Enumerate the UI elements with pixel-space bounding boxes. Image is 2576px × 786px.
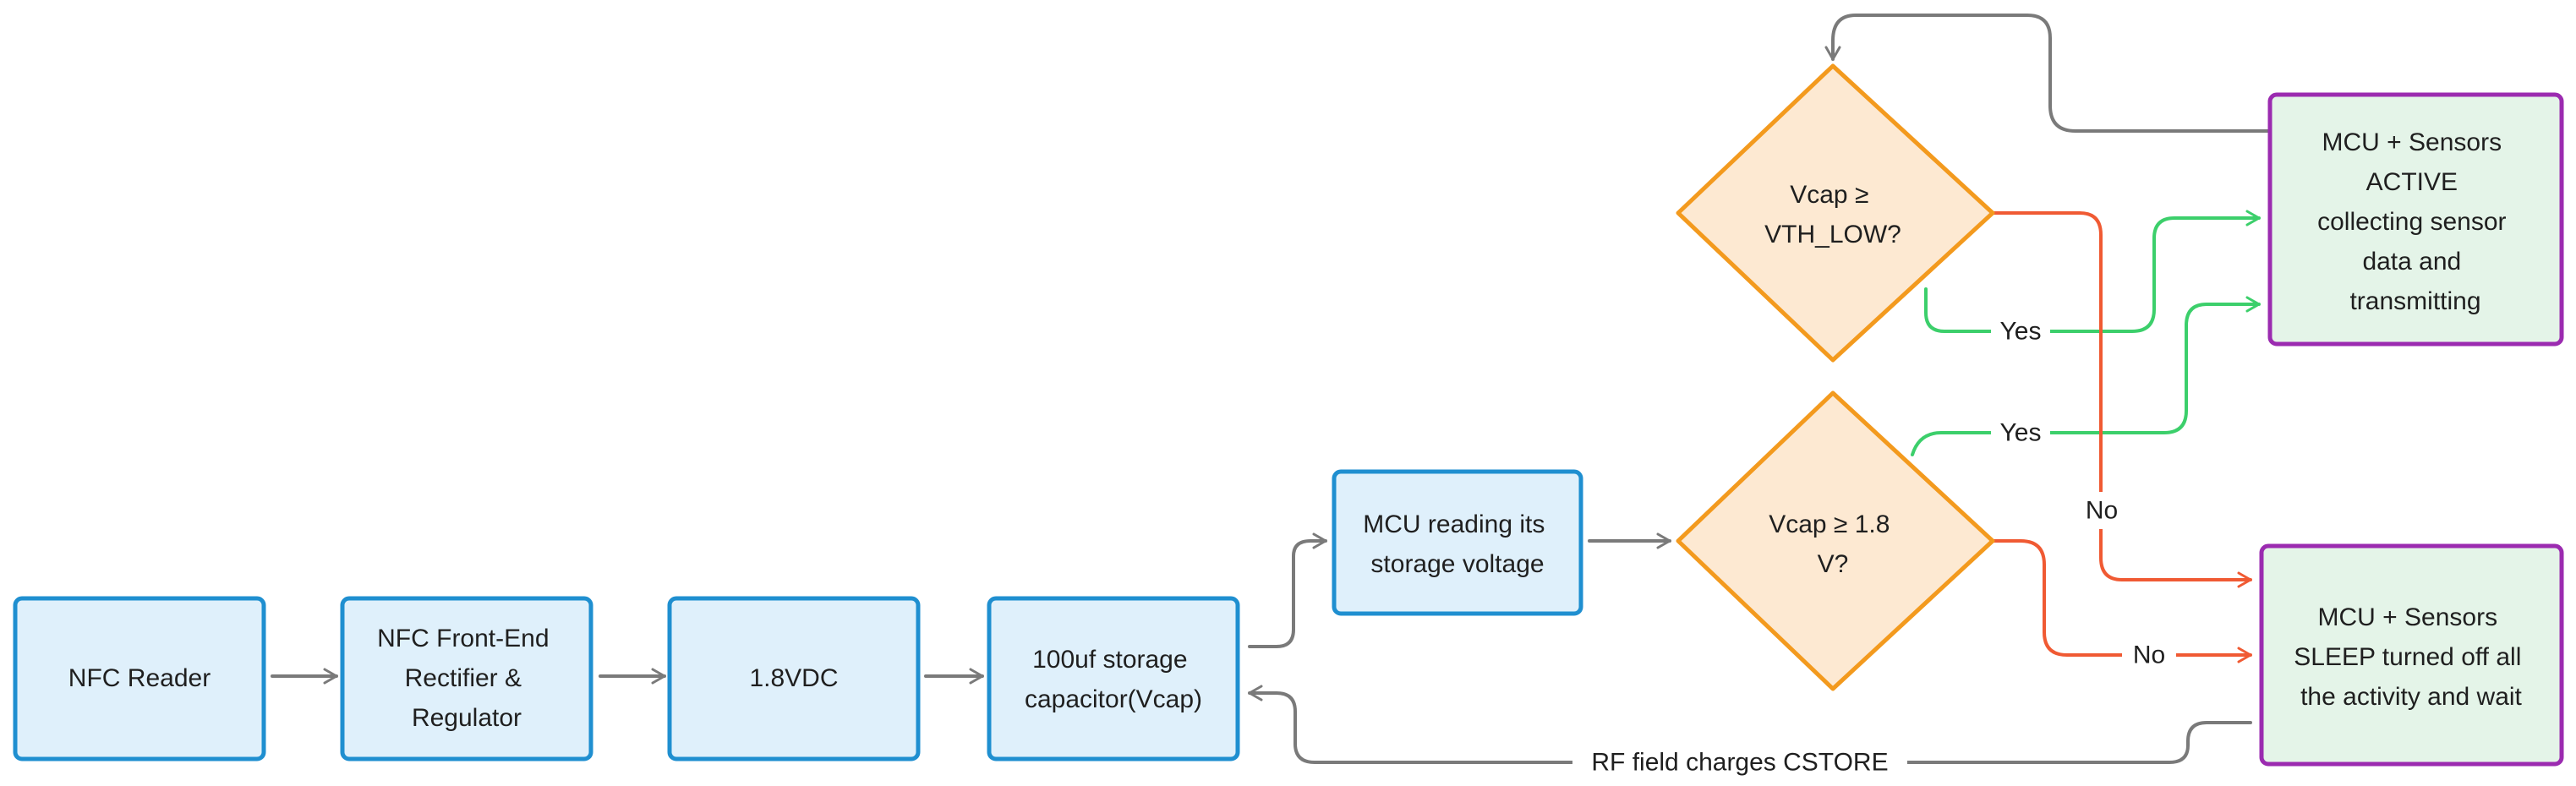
edge-capacitor-to-mcu [1248,532,1327,648]
front-end-line-3: Regulator [412,704,522,732]
svg-text:1.8VDC: 1.8VDC [749,664,838,692]
node-mcu-sleep: MCU + Sensors SLEEP turned off all the a… [2259,543,2564,767]
svg-text:Vcap ≥ 1.8 V?: Vcap ≥ 1.8 V? [1769,510,1897,578]
node-decision-vth-low: Vcap ≥ VTH_LOW? [1676,63,1995,363]
edge-label-no-18: No [2133,641,2165,669]
active-line-3: collecting sensor [2317,208,2506,236]
svg-text:NFC Reader: NFC Reader [68,664,211,692]
mcu-reading-line-1: MCU reading its [1363,510,1545,538]
edge-label-yes-low: Yes [2000,318,2042,346]
vdc-line-1: 1.8VDC [749,664,838,692]
edge-label-rf-charge: RF field charges CSTORE [1591,749,1888,777]
svg-text:MCU + Sensors SLEEP tu: MCU + Sensors SLEEP turned off all the a… [2294,603,2528,711]
edge-active-to-decision-low [1824,14,2272,133]
decision-low-line-1: Vcap ≥ [1790,181,1868,209]
capacitor-line-1: 100uf storage [1032,646,1187,674]
node-nfc-front-end: NFC Front-End Rectifier & Regulator [340,596,593,761]
svg-text:NFC Front-End Rectifie: NFC Front-End Rectifier & Regulator [377,625,556,732]
active-line-5: transmitting [2349,287,2480,315]
front-end-line-1: NFC Front-End [377,625,549,652]
edge-yes-low-to-active [1924,210,2261,333]
sleep-line-2: SLEEP turned off all [2294,643,2521,671]
edge-no-low-to-sleep [1991,211,2252,588]
edge-label-yes-18: Yes [2000,419,2042,447]
node-decision-1-8v: Vcap ≥ 1.8 V? [1676,390,1995,691]
front-end-line-2: Rectifier & [405,664,522,692]
node-nfc-reader: NFC Reader [13,596,266,761]
active-line-4: data and [2362,248,2461,276]
svg-text:MCU + Sensors ACTIVE: MCU + Sensors ACTIVE collecting sensor d… [2317,128,2513,315]
sleep-line-1: MCU + Sensors [2318,603,2498,631]
nfc-reader-line-1: NFC Reader [68,664,211,692]
svg-text:100uf storage capacito: 100uf storage capacitor(Vcap) [1025,646,1202,713]
decision-low-line-2: VTH_LOW? [1764,221,1901,248]
active-line-1: MCU + Sensors [2322,128,2502,156]
decision-18-line-1: Vcap ≥ 1.8 [1769,510,1890,538]
edge-yes-18-to-active [1911,296,2261,456]
edge-no-18-to-sleep [1991,539,2252,663]
sleep-line-3: the activity and wait [2300,683,2522,711]
edge-label-no-low: No [2086,497,2118,525]
capacitor-line-2: capacitor(Vcap) [1025,685,1202,713]
node-storage-capacitor: 100uf storage capacitor(Vcap) [987,596,1240,761]
mcu-reading-line-2: storage voltage [1370,550,1544,578]
svg-text:Vcap ≥ VTH_LOW?: Vcap ≥ VTH_LOW? [1764,181,1901,248]
node-1-8vdc: 1.8VDC [667,596,921,761]
svg-text:MCU reading its storag: MCU reading its storage voltage [1363,510,1551,578]
active-line-2: ACTIVE [2366,168,2458,196]
node-mcu-active: MCU + Sensors ACTIVE collecting sensor d… [2267,92,2564,347]
node-mcu-reading: MCU reading its storage voltage [1332,469,1583,616]
decision-18-line-2: V? [1818,550,1849,578]
